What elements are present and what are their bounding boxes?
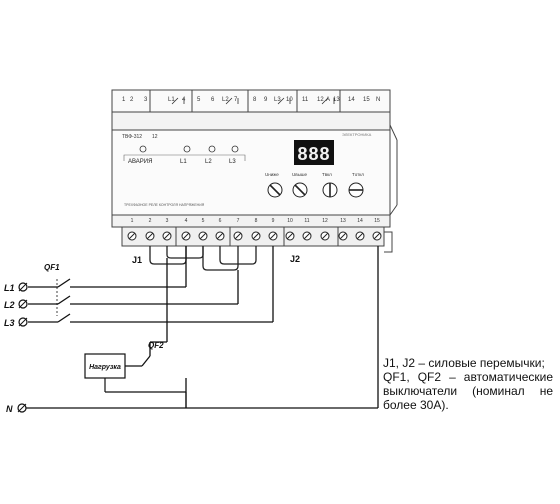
top-terminal-label: 6 — [211, 97, 215, 103]
digital-display — [294, 140, 334, 165]
l3-led — [231, 145, 239, 153]
bottom-terminal-label: 11 — [304, 218, 309, 224]
jumper-j1-label: J1 — [132, 255, 142, 265]
top-terminal-label: L3 — [274, 97, 281, 103]
top-terminal-label: 2 — [130, 97, 134, 103]
top-terminal-label: A — [326, 97, 330, 103]
breaker-qf2 — [141, 355, 151, 367]
jumper-j1b — [166, 246, 204, 259]
top-terminal-label: 3 — [144, 97, 148, 103]
l2-led — [208, 145, 216, 153]
top-terminal-label: 9 — [264, 97, 268, 103]
top-terminal-label: 12 — [317, 97, 324, 103]
screw-slots — [128, 232, 381, 240]
bottom-terminal-label: 10 — [287, 218, 293, 224]
l1-led — [183, 145, 191, 153]
input-terminals — [17, 282, 28, 413]
bottom-terminal-label: 8 — [255, 218, 258, 224]
breaker-qf1 — [57, 278, 71, 323]
jumper-j2 — [202, 246, 239, 271]
brand-label: ЭЛЕКТРОНИКА — [342, 132, 372, 137]
bottom-terminal-label: 4 — [185, 218, 188, 224]
device-subtitle: ТРЕХФАЗНОЕ РЕЛЕ КОНТРОЛЯ НАПРЯЖЕНИЯ — [124, 203, 205, 207]
bottom-terminal-label: 14 — [357, 218, 363, 224]
top-terminal-label: 11 — [302, 97, 309, 103]
qf2-label: QF2 — [148, 341, 164, 350]
bottom-terminal-label: 2 — [149, 218, 152, 224]
bottom-terminal-label: 15 — [374, 218, 380, 224]
jumper-j2-label: J2 — [290, 254, 300, 264]
top-terminal-label: 1 — [122, 97, 126, 103]
top-terminal-label: 8 — [253, 97, 257, 103]
phase-led-label: L1 — [180, 159, 187, 165]
note-line-4: более 30А). — [383, 398, 449, 412]
input-terminal-slashes — [17, 282, 28, 413]
alarm-label: АВАРИЯ — [128, 159, 152, 165]
knob-label: Tоткл — [352, 172, 364, 177]
bottom-terminal-label: 6 — [219, 218, 222, 224]
model-suffix: 12 — [152, 134, 158, 140]
phase-wires — [26, 246, 379, 409]
top-terminal-label: L1 — [168, 97, 175, 103]
bottom-terminal-labels: 1 2 3 4 5 6 7 8 9 10 11 12 13 14 15 — [131, 218, 380, 224]
top-terminal-label: 15 — [363, 97, 370, 103]
top-terminal-label: 13 — [333, 97, 340, 103]
jumper-j1 — [149, 246, 187, 265]
bottom-terminal-label: 9 — [272, 218, 275, 224]
jumpers — [149, 246, 257, 271]
top-terminal-label: N — [376, 97, 380, 103]
load-label: Нагрузка — [89, 364, 121, 371]
top-terminal-label: 14 — [348, 97, 355, 103]
legend-note: J1, J2 – силовые перемычки; QF1, QF2 – а… — [383, 356, 553, 412]
bottom-terminal-label: 5 — [202, 218, 205, 224]
knob-label: Uвыше — [292, 172, 307, 177]
bottom-terminal-label: 3 — [166, 218, 169, 224]
relay-contact-symbols — [171, 97, 335, 105]
phase-label-l1: L1 — [4, 283, 15, 293]
jumper-j2b — [219, 246, 257, 265]
knob-label: Uниже — [265, 172, 279, 177]
knob-label: Tвкл — [322, 172, 332, 177]
model-label: ТВФ-312 — [122, 134, 142, 140]
qf1-label: QF1 — [44, 263, 60, 272]
note-line-1: J1, J2 – силовые перемычки; — [383, 356, 545, 370]
note-line-3: выключатели (номинал не — [383, 384, 553, 398]
phase-led-label: L2 — [205, 159, 212, 165]
bottom-terminal-label: 1 — [131, 218, 134, 224]
top-terminal-label: L2 — [222, 97, 229, 103]
bottom-terminal-label: 7 — [237, 218, 240, 224]
top-terminal-label: 7 — [234, 97, 238, 103]
phase-label-l3: L3 — [4, 318, 15, 328]
neutral-label: N — [6, 404, 13, 414]
note-line-2: QF1, QF2 – автоматические — [383, 370, 553, 384]
phase-label-l2: L2 — [4, 300, 15, 310]
relay-device — [111, 89, 398, 253]
alarm-led — [139, 145, 147, 153]
top-terminal-label: 5 — [197, 97, 201, 103]
front-panel: ТВФ-312 12 ЭЛЕКТРОНИКА АВАРИЯ L1 L2 L3 8… — [122, 132, 372, 207]
display-value: 888 — [297, 144, 330, 164]
bottom-terminal-label: 12 — [322, 218, 328, 224]
phase-led-label: L3 — [229, 159, 236, 165]
bottom-terminal-label: 13 — [340, 218, 346, 224]
load-box — [84, 353, 126, 379]
